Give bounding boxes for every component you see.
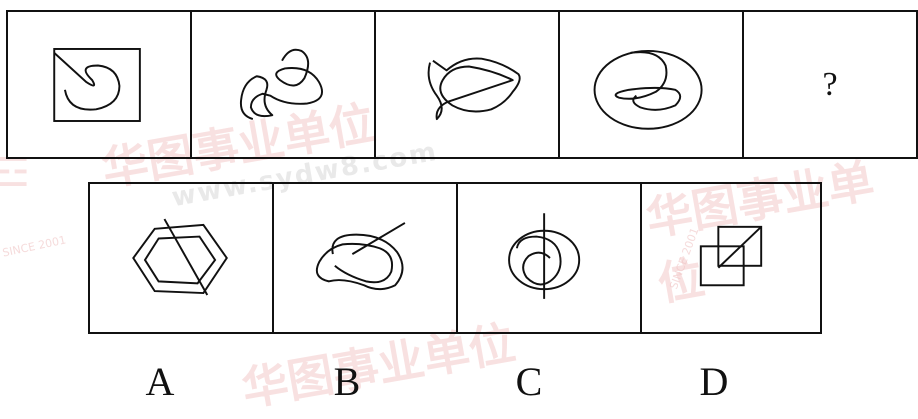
watermark-since-left: SINCE 2001 bbox=[1, 233, 67, 259]
option-label-b: B bbox=[307, 362, 387, 402]
question-panel-3 bbox=[374, 10, 560, 159]
crossing-loops-figure bbox=[376, 12, 558, 157]
option-label-c: C bbox=[489, 362, 569, 402]
two-squares-with-diagonal-figure bbox=[642, 184, 820, 332]
tangled-curve-figure bbox=[192, 12, 374, 157]
option-panel-d[interactable] bbox=[640, 182, 822, 334]
option-panel-c[interactable] bbox=[456, 182, 642, 334]
ellipse-with-curl-figure bbox=[560, 12, 742, 157]
question-mark: ? bbox=[744, 12, 916, 157]
loop-with-line-figure bbox=[274, 184, 456, 332]
question-panel-1 bbox=[6, 10, 192, 159]
option-label-a: A bbox=[120, 362, 200, 402]
question-panel-5: ? bbox=[742, 10, 918, 159]
option-panel-b[interactable] bbox=[272, 182, 458, 334]
question-panel-4 bbox=[558, 10, 744, 159]
option-label-d: D bbox=[674, 362, 754, 402]
hexagons-with-line-figure bbox=[90, 184, 272, 332]
square-with-curl-figure bbox=[8, 12, 190, 157]
circle-spiral-with-line-figure bbox=[458, 184, 640, 332]
option-panel-a[interactable] bbox=[88, 182, 274, 334]
question-panel-2 bbox=[190, 10, 376, 159]
